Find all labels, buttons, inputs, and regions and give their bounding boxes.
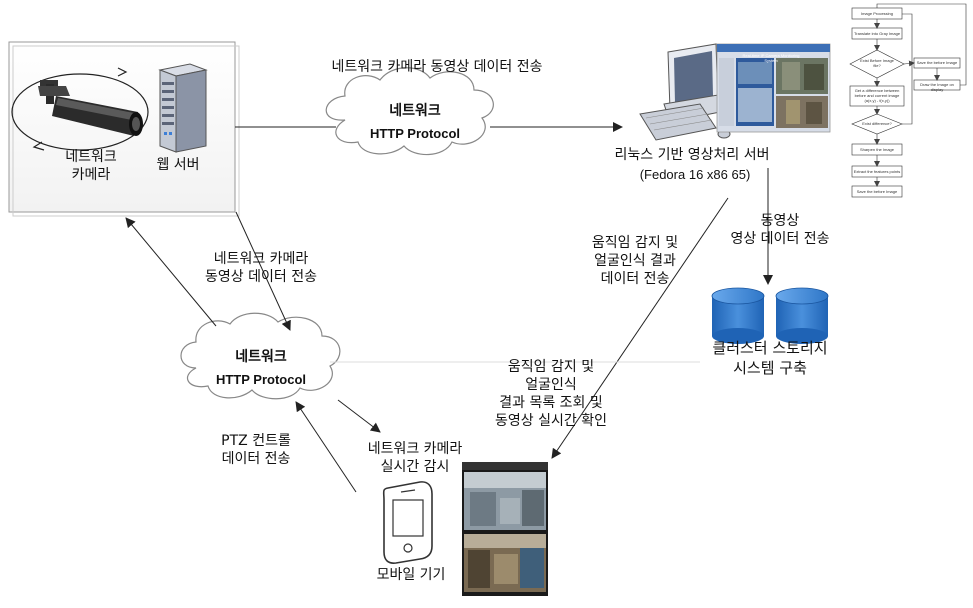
mobile-device-label: 모바일 기기: [376, 567, 446, 583]
flow-step-1: Image Processing: [860, 11, 893, 16]
processing-flowchart: [849, 3, 967, 198]
mobile-device-icon: [382, 481, 433, 564]
flow-step-9: Extract the features points: [853, 169, 901, 174]
flow-step-2: Translate into Gray Image: [853, 31, 901, 36]
storage-link-label: 동영상 영상 데이터 전송: [730, 213, 830, 247]
storage-cylinder-icon-2: [775, 287, 829, 344]
app-screenshot-title: Real-time IP Camera Monitoring System: [742, 53, 800, 63]
mobile-live-screens: [462, 462, 548, 596]
flow-step-10: Save the before Image: [856, 189, 898, 194]
cloud-bottom-protocol: HTTP Protocol: [215, 372, 307, 387]
flow-step-6: Get a difference between before and curr…: [854, 88, 900, 103]
cloud-top-title: 네트워크: [389, 103, 441, 119]
linux-server-label: 리눅스 기반 영상처리 서버: [614, 147, 770, 163]
flow-step-3: Exist Before Image file?: [860, 58, 894, 68]
top-link-label: 네트워크 카메라 동영상 데이터 전송: [331, 59, 543, 75]
linux-server-computer-icon: [639, 43, 731, 141]
flow-step-4: Save the before Image: [916, 60, 958, 65]
flow-step-5: Draw the Image on display: [920, 82, 954, 92]
ptz-label: PTZ 컨트롤 데이터 전송: [221, 433, 291, 467]
flow-step-8: Sharpen the Image: [859, 147, 895, 152]
web-server-label: 웹 서버: [156, 157, 200, 173]
network-cloud-top: [325, 67, 494, 156]
mobile-monitor-label: 네트워크 카메라 실시간 감시: [367, 441, 463, 475]
web-server-icon: [158, 63, 208, 153]
monitoring-app-screenshot: [716, 43, 831, 133]
network-cloud-bottom: [180, 312, 341, 400]
left-link-label: 네트워크 카메라 동영상 데이터 전송: [205, 251, 317, 285]
storage-cylinder-icon-1: [711, 287, 765, 344]
cloud-bottom-title: 네트워크: [235, 349, 287, 365]
cloud-top-protocol: HTTP Protocol: [369, 126, 461, 141]
network-camera-icon: [11, 67, 149, 151]
connectors: [125, 122, 773, 493]
storage-label: 클러스터 스토리지 시스템 구축: [712, 339, 828, 377]
mobile-check-label: 움직임 감지 및 얼굴인식 결과 목록 조회 및 동영상 실시간 확인: [495, 359, 607, 429]
linux-server-os-label: (Fedora 16 x86 65): [639, 167, 751, 182]
network-camera-label: 네트워크 카메라: [65, 149, 117, 183]
flow-step-7: Exist difference?: [862, 121, 892, 126]
server-to-mobile-label: 움직임 감지 및 얼굴인식 결과 데이터 전송: [591, 235, 679, 287]
